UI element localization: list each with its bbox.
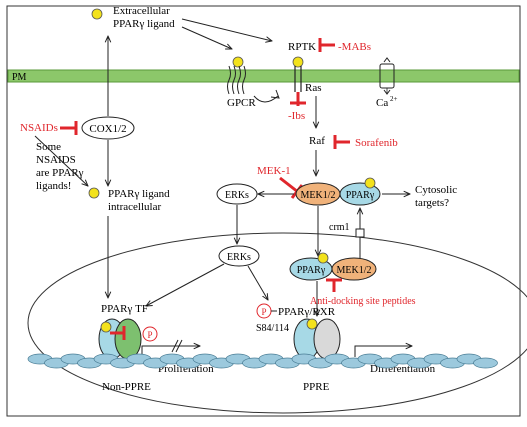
cytosolic-label-1: Cytosolic bbox=[415, 184, 457, 196]
cox-label: COX1/2 bbox=[89, 123, 126, 135]
frame bbox=[6, 5, 521, 417]
mek-top-label: MEK1/2 bbox=[301, 190, 336, 201]
erks-top-label: ERKs bbox=[225, 190, 249, 201]
ppar-nuclear-ligand bbox=[317, 252, 329, 264]
some-nsaids-3: are PPARγ bbox=[36, 167, 84, 179]
sorafenib-label: Sorafenib bbox=[355, 137, 398, 149]
plasma-membrane bbox=[7, 69, 520, 83]
ppar-rxr-label: PPARγ/RXR bbox=[278, 306, 336, 318]
dna-strand bbox=[27, 353, 498, 369]
differentiation-arrow bbox=[354, 346, 412, 357]
transactivation-arrowhead bbox=[270, 89, 280, 99]
proliferation-slash-1 bbox=[171, 339, 179, 353]
raf-label: Raf bbox=[309, 135, 325, 147]
extracellular-label-2: PPARγ ligand bbox=[113, 18, 175, 30]
ligand-intracellular bbox=[88, 187, 100, 199]
ligand-extracellular bbox=[91, 8, 103, 20]
dna-segment bbox=[473, 357, 498, 369]
ppre-label: PPRE bbox=[303, 381, 330, 393]
anti-docking-label: Anti-docking site peptides bbox=[310, 296, 416, 307]
mek-nuclear-label: MEK1/2 bbox=[337, 265, 372, 276]
some-nsaids-1: Some bbox=[36, 141, 61, 153]
non-ppre-label: Non-PPRE bbox=[102, 381, 151, 393]
ppar-top-node bbox=[339, 182, 381, 206]
s84-label: S84/114 bbox=[256, 323, 289, 334]
erks-to-tf-arrow bbox=[146, 263, 225, 306]
ppar-tf-label: PPARγ TF bbox=[101, 303, 148, 315]
erks-top-node bbox=[216, 183, 258, 205]
transactivation-arrow bbox=[253, 95, 279, 103]
mabs-label: -MABs bbox=[338, 41, 371, 53]
gpcr-ligand bbox=[232, 56, 244, 68]
ca-superscript: 2+ bbox=[390, 95, 398, 103]
ligand-to-rptk-arrow bbox=[181, 18, 272, 41]
proliferation-slash-2 bbox=[175, 339, 183, 353]
ibs-label: -Ibs bbox=[288, 110, 305, 122]
phospho-mid-label: P bbox=[261, 307, 266, 317]
gpcr-label: GPCR bbox=[227, 97, 256, 109]
ppar-tf-green bbox=[114, 318, 142, 360]
erks-to-p-arrow bbox=[247, 265, 268, 300]
proliferation-label: Proliferation bbox=[158, 363, 214, 375]
rptk-label: RPTK bbox=[288, 41, 316, 53]
cox-node bbox=[81, 116, 135, 140]
extracellular-label-1: Extracellular bbox=[113, 5, 170, 17]
phospho-left-label: P bbox=[147, 330, 152, 340]
ppar-nuclear-label: PPARγ bbox=[297, 265, 326, 276]
nsaids-to-ligand-arrow bbox=[34, 135, 88, 186]
ligand-to-gpcr-arrow bbox=[181, 26, 232, 49]
ras-label: Ras bbox=[305, 82, 322, 94]
ppar-top-label: PPARγ bbox=[346, 190, 375, 201]
nsaids-label: NSAIDs bbox=[20, 122, 58, 134]
ca-label: Ca bbox=[376, 97, 388, 109]
mek1-inhibitor-label: MEK-1 bbox=[257, 165, 291, 177]
some-nsaids-2: NSAIDS bbox=[36, 154, 76, 166]
ligand-intra-label-1: PPARγ ligand bbox=[108, 188, 170, 200]
pm-label: PM bbox=[12, 72, 27, 83]
rptk-ligand bbox=[292, 56, 304, 68]
proliferation-arrow bbox=[141, 346, 200, 357]
cytosolic-label-2: targets? bbox=[415, 197, 449, 209]
phospho-left bbox=[142, 326, 158, 342]
some-nsaids-4: ligands! bbox=[36, 180, 71, 192]
ligand-intra-label-2: intracellular bbox=[108, 201, 161, 213]
crm1-pore bbox=[355, 228, 365, 238]
mek1-inhibitor-line bbox=[279, 176, 299, 194]
gpcr-receptor bbox=[227, 65, 246, 95]
ppar-top-ligand bbox=[364, 177, 376, 189]
mek-nuclear-node bbox=[331, 257, 377, 281]
nucleus bbox=[27, 232, 527, 414]
erks-mid-label: ERKs bbox=[227, 252, 251, 263]
erks-mid-node bbox=[218, 245, 260, 267]
ppar-rxr-ligand bbox=[306, 318, 318, 330]
ppar-tf-ligand bbox=[100, 321, 112, 333]
ppar-rxr-gray bbox=[313, 318, 341, 360]
crm1-label: crm1 bbox=[329, 222, 350, 233]
